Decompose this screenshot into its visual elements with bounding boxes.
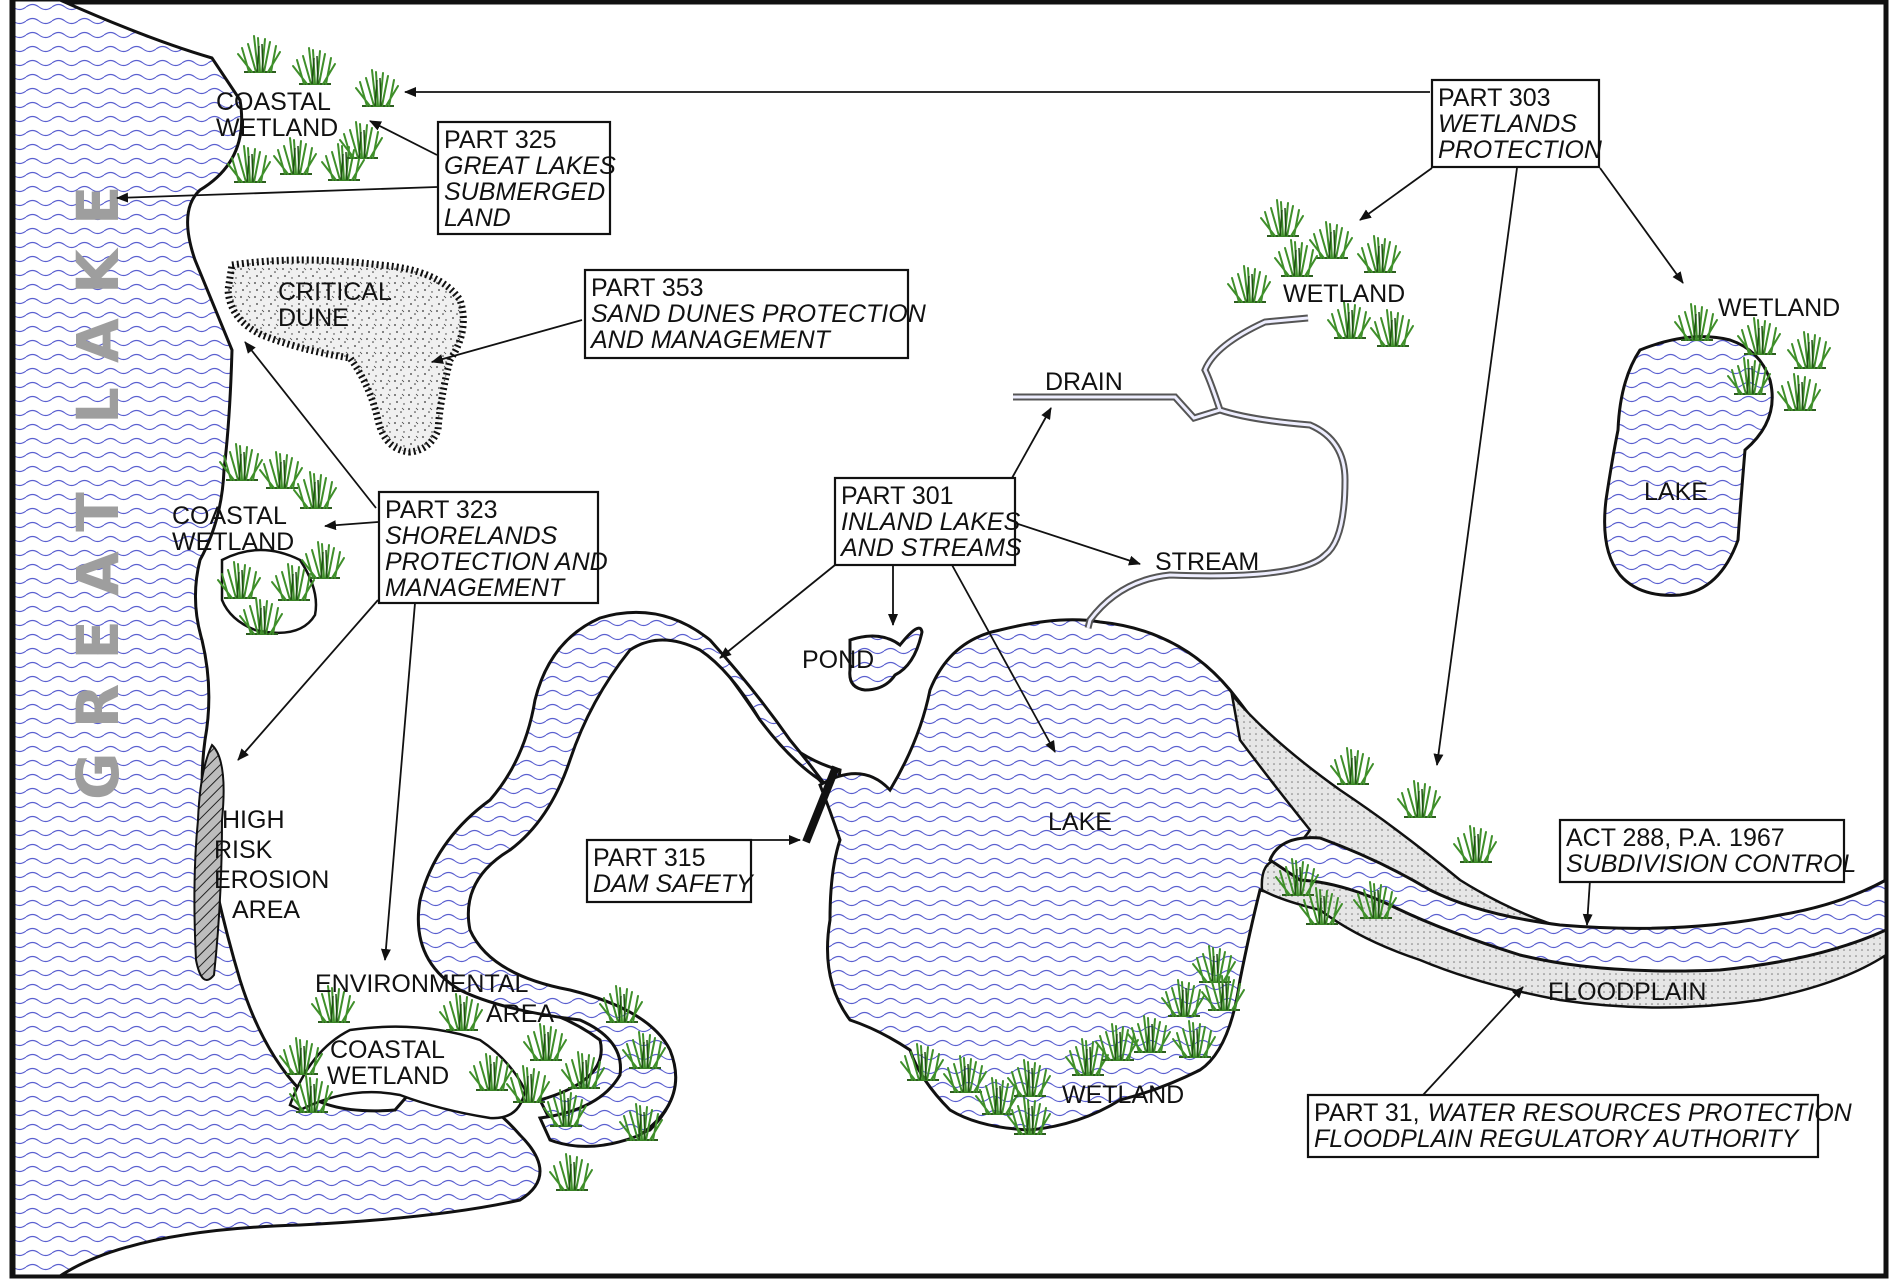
wetland-top-label: WETLAND — [1283, 280, 1405, 308]
river-body — [416, 610, 838, 1148]
pond-label: POND — [802, 646, 874, 674]
pond-shape — [848, 626, 924, 692]
high-risk-erosion-shape — [193, 743, 225, 981]
critical-dune-shape — [224, 256, 467, 456]
drain-label: DRAIN — [1045, 368, 1123, 396]
lake-center-label: LAKE — [1048, 808, 1112, 836]
outflow-river — [1268, 836, 1888, 973]
stream-line — [1013, 314, 1349, 629]
lake-right-label: LAKE — [1644, 478, 1708, 506]
great-lake-label: GREAT LAKE — [64, 162, 132, 800]
frame-border — [9, 0, 1889, 1279]
floodplain-shape — [1229, 690, 1888, 1009]
wetland-bottom-label: WETLAND — [1062, 1081, 1184, 1109]
right-lake — [1603, 335, 1774, 597]
arrows — [116, 87, 1684, 1096]
dam-line — [802, 765, 840, 844]
floodplain-label: FLOODPLAIN — [1548, 978, 1706, 1006]
svg-text:PART 31,WATER RESOURCES PROTEC: PART 31,WATER RESOURCES PROTECTIONFLOODP… — [1314, 1099, 1853, 1153]
stream-label: STREAM — [1155, 548, 1259, 576]
wetland-right-label: WETLAND — [1718, 294, 1840, 322]
